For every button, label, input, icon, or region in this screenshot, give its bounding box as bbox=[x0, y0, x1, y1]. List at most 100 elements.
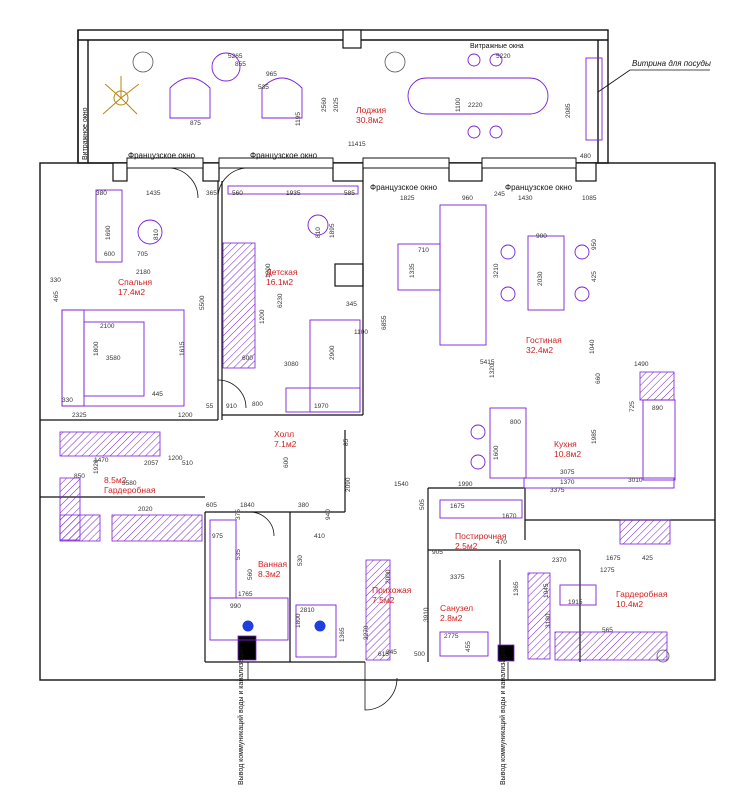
dimension-label: 470 bbox=[496, 539, 507, 546]
dimension-label: 560 bbox=[247, 569, 254, 580]
dimension-label: 375 bbox=[235, 509, 242, 520]
showcase-window-left-label: Витражное окно bbox=[82, 107, 89, 160]
dimension-label: 560 bbox=[232, 190, 243, 197]
dimension-label: 800 bbox=[252, 401, 263, 408]
room-name: Ванная bbox=[258, 559, 288, 569]
dimension-label: 1040 bbox=[589, 339, 596, 354]
dimension-label: 410 bbox=[314, 533, 325, 540]
dimension-label: 5415 bbox=[480, 359, 495, 366]
room-name: Холл bbox=[274, 429, 295, 439]
doors bbox=[167, 167, 398, 711]
storage-hatching bbox=[59, 242, 675, 662]
dimension-label: 1915 bbox=[568, 599, 583, 606]
dimension-label: 530 bbox=[297, 555, 304, 566]
french-window-label-2: Французское окно bbox=[250, 151, 318, 160]
dimension-label: 330 bbox=[50, 277, 61, 284]
room-name: Детская bbox=[266, 267, 298, 277]
dimension-label: 1275 bbox=[600, 567, 615, 574]
room-name: Гостиная bbox=[526, 335, 562, 345]
dimension-label: 465 bbox=[53, 291, 60, 302]
dimension-label: 55 bbox=[206, 403, 214, 410]
dimension-label: 1200 bbox=[178, 412, 193, 419]
dimension-label: 2100 bbox=[100, 323, 115, 330]
dimension-label: 2810 bbox=[300, 607, 315, 614]
dimension-label: 1200 bbox=[259, 309, 266, 324]
dimension-label: 1920 bbox=[93, 459, 100, 474]
dimension-label: 1690 bbox=[105, 225, 112, 240]
dimension-label: 365 bbox=[206, 190, 217, 197]
dimension-label: 950 bbox=[591, 239, 598, 250]
room-name: Санузел bbox=[440, 603, 474, 613]
plants bbox=[102, 76, 140, 115]
dimension-label: 585 bbox=[344, 190, 355, 197]
dimension-label: 1935 bbox=[286, 190, 301, 197]
room-area: 7.1м2 bbox=[274, 438, 297, 449]
room-name: Спальня bbox=[118, 277, 153, 287]
dimension-label: 1800 bbox=[93, 341, 100, 356]
dimension-label: 2025 bbox=[333, 97, 340, 112]
dimension-label: 1540 bbox=[394, 481, 409, 488]
dimension-label: 480 bbox=[580, 153, 591, 160]
dimension-label: 2030 bbox=[537, 271, 544, 286]
dimension-label: 2370 bbox=[552, 557, 567, 564]
dimension-label: 3180 bbox=[545, 613, 552, 628]
dimension-label: 6855 bbox=[381, 315, 388, 330]
dimension-label: 1430 bbox=[518, 195, 533, 202]
dimension-label: 1335 bbox=[409, 263, 416, 278]
dimension-label: 2775 bbox=[444, 633, 459, 640]
dimension-label: 2090 bbox=[345, 477, 352, 492]
water-outlet-label-right: Вывод коммуникаций воды и канализации bbox=[500, 646, 507, 785]
dimension-label: 1675 bbox=[606, 555, 621, 562]
dimension-label: 960 bbox=[462, 195, 473, 202]
dimension-label: 710 bbox=[418, 247, 429, 254]
dimension-label: 605 bbox=[206, 502, 217, 509]
dimension-label: 1970 bbox=[314, 403, 329, 410]
dimension-label: 810 bbox=[153, 229, 160, 240]
dimension-label: 2180 bbox=[136, 269, 151, 276]
dimension-label: 1370 bbox=[560, 479, 575, 486]
showcase-window-top-label: Витражные окна bbox=[470, 43, 524, 50]
dimension-label: 380 bbox=[96, 190, 107, 197]
furniture bbox=[61, 52, 676, 658]
dimension-label: 800 bbox=[510, 419, 521, 426]
room-area: 10.4м2 bbox=[616, 598, 644, 609]
dimension-label: 500 bbox=[414, 651, 425, 658]
dimension-label: 725 bbox=[629, 401, 636, 412]
dimension-label: 905 bbox=[432, 549, 443, 556]
dimension-label: 2057 bbox=[144, 460, 159, 467]
room-area: 32.4м2 bbox=[526, 344, 554, 355]
room-name: Гардеробная bbox=[616, 589, 668, 599]
dimension-label: 2020 bbox=[138, 506, 153, 513]
french-windows bbox=[126, 157, 577, 169]
dimension-label: 3075 bbox=[560, 469, 575, 476]
dimension-label: 3375 bbox=[550, 487, 565, 494]
dimension-label: 1600 bbox=[493, 445, 500, 460]
dimension-label: 3375 bbox=[450, 574, 465, 581]
dimension-label: 1765 bbox=[238, 591, 253, 598]
room-area: 10.8м2 bbox=[554, 448, 582, 459]
room-area: 2.5м2 bbox=[455, 540, 478, 551]
dimension-label: 445 bbox=[152, 391, 163, 398]
dimension-label: 1895 bbox=[329, 223, 336, 238]
dimension-label: 1100 bbox=[455, 98, 462, 112]
dimension-label: 855 bbox=[235, 61, 246, 68]
dimension-label: 2000 bbox=[385, 569, 392, 584]
dimension-label: 2900 bbox=[329, 345, 336, 360]
dimension-label: 1320 bbox=[489, 363, 496, 378]
dimension-label: 810 bbox=[315, 227, 322, 238]
dimension-label: 380 bbox=[298, 502, 309, 509]
dimension-label: 600 bbox=[283, 457, 290, 468]
dimension-label: 425 bbox=[642, 555, 653, 562]
dimension-label: 875 bbox=[190, 120, 201, 127]
room-area: 17.4м2 bbox=[118, 286, 146, 297]
room-area: 16.1м2 bbox=[266, 276, 294, 287]
dimension-label: 5500 bbox=[199, 295, 206, 310]
dimension-label: 1470 bbox=[94, 457, 109, 464]
dimension-label: 3580 bbox=[122, 480, 137, 487]
